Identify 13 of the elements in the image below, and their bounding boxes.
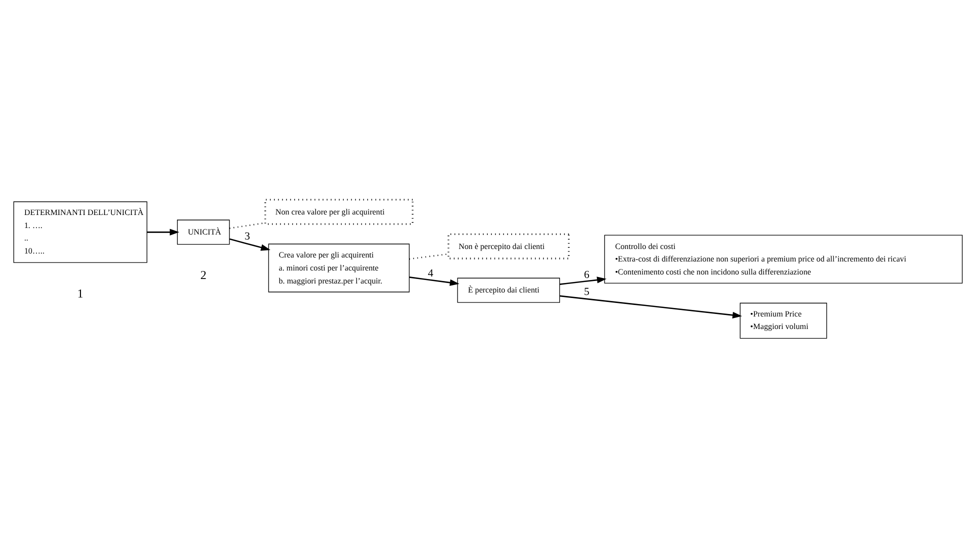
arrow <box>560 276 606 284</box>
edge-label: 5 <box>584 285 590 298</box>
node-label: 1 <box>77 286 84 300</box>
connector <box>230 222 266 228</box>
connector <box>409 252 448 260</box>
arrow <box>409 276 460 286</box>
edge-label: 4 <box>428 267 434 280</box>
edge-label: 3 <box>244 230 250 242</box>
arrow <box>560 294 742 318</box>
edge-label: 6 <box>584 268 590 280</box>
node-label: 2 <box>200 268 206 282</box>
arrow <box>147 228 180 235</box>
arrow <box>229 238 270 250</box>
